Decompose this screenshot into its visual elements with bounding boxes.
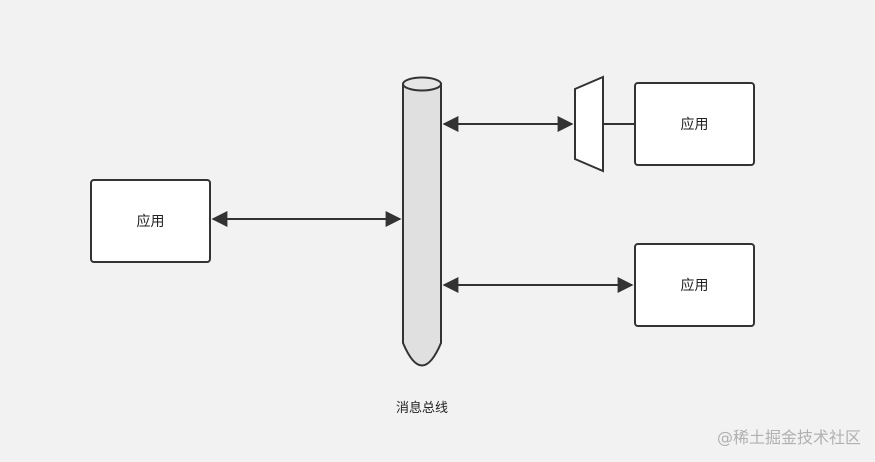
trapezoid-adapter-icon <box>574 75 604 173</box>
app-label: 应用 <box>680 117 709 133</box>
app-box-bottom-right[interactable]: 应用 <box>634 243 755 327</box>
watermark: @稀土掘金技术社区 <box>716 428 861 447</box>
bus-label: 消息总线 <box>395 401 448 416</box>
message-bus-cylinder <box>402 76 442 367</box>
bus-top-ellipse <box>402 76 442 92</box>
app-box-left[interactable]: 应用 <box>90 179 211 263</box>
bus-body <box>402 83 442 367</box>
app-label: 应用 <box>680 278 709 294</box>
app-box-top-right[interactable]: 应用 <box>634 82 755 166</box>
app-label: 应用 <box>136 214 165 230</box>
